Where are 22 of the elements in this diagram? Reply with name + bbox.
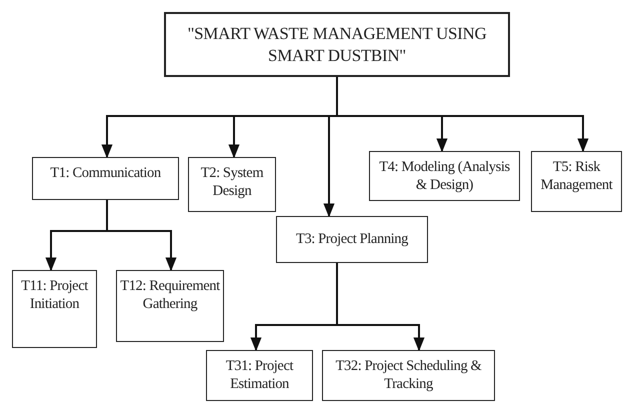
task-label: T31: Project Estimation [224, 357, 294, 394]
task-label: T1: Communication [50, 164, 161, 182]
task-box [322, 350, 495, 401]
task-box [32, 157, 179, 200]
task-box [206, 350, 313, 401]
task-box [12, 270, 97, 348]
arrow [336, 77, 589, 152]
task-label: T4: Modeling (Analysis & Design) [378, 158, 511, 194]
task-box [531, 151, 622, 212]
task-box [188, 157, 276, 212]
title-text: "SMART WASTE MANAGEMENT USING SMART DUSTBIN" [186, 23, 488, 66]
task-label: T12: Requirement Gathering [120, 277, 220, 314]
task-label: T3: Project Planning [296, 230, 408, 249]
arrow [336, 263, 425, 352]
task-label: T2: System Design [200, 164, 264, 200]
task-label: T11: Project Initiation [20, 277, 90, 314]
task-box [276, 216, 428, 263]
task-box [116, 270, 224, 342]
task-label: T5: Risk Management [540, 158, 614, 194]
title-box [164, 12, 510, 77]
task-box [369, 151, 520, 201]
task-label: T32: Project Scheduling & Tracking [334, 357, 482, 394]
